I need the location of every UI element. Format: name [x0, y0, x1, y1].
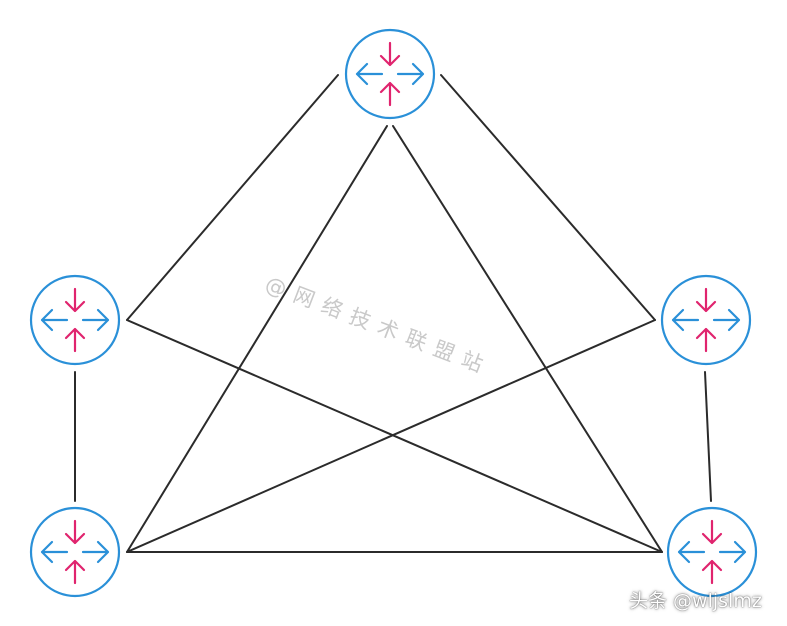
arrow-up-icon: [379, 81, 401, 107]
routers-layer: [29, 28, 758, 598]
router-circle: [344, 28, 436, 120]
arrow-left-icon: [40, 308, 69, 332]
router-circle: [29, 274, 121, 366]
router-left-router-icon: [29, 274, 121, 366]
arrow-left-icon: [40, 540, 69, 564]
arrow-right-icon: [718, 540, 747, 564]
link-top-bottom-left: [126, 125, 388, 553]
router-right-router-icon: [660, 274, 752, 366]
router-circle: [29, 506, 121, 598]
link-left-bottom-right: [126, 319, 663, 553]
arrow-left-icon: [671, 308, 700, 332]
arrow-up-icon: [695, 327, 717, 353]
arrow-right-icon: [712, 308, 741, 332]
arrow-down-icon: [701, 519, 723, 545]
link-top-right: [440, 74, 656, 321]
router-bottom-left-router-icon: [29, 506, 121, 598]
arrow-right-icon: [81, 540, 110, 564]
arrow-left-icon: [355, 62, 384, 86]
arrow-up-icon: [64, 327, 86, 353]
arrow-right-icon: [396, 62, 425, 86]
arrow-left-icon: [677, 540, 706, 564]
link-right-bottom-right: [704, 371, 712, 502]
link-right-bottom-left: [126, 319, 656, 553]
router-circle: [666, 506, 758, 598]
arrow-down-icon: [64, 287, 86, 313]
router-top-router-icon: [344, 28, 436, 120]
arrow-right-icon: [81, 308, 110, 332]
arrow-down-icon: [695, 287, 717, 313]
arrow-down-icon: [379, 41, 401, 67]
link-top-left: [126, 74, 339, 321]
credit-text: 头条 @wljslmz: [629, 590, 762, 612]
arrow-up-icon: [701, 559, 723, 585]
arrow-up-icon: [64, 559, 86, 585]
router-bottom-right-router-icon: [666, 506, 758, 598]
links-layer: [74, 74, 712, 553]
router-circle: [660, 274, 752, 366]
link-top-bottom-right: [392, 125, 663, 553]
arrow-down-icon: [64, 519, 86, 545]
